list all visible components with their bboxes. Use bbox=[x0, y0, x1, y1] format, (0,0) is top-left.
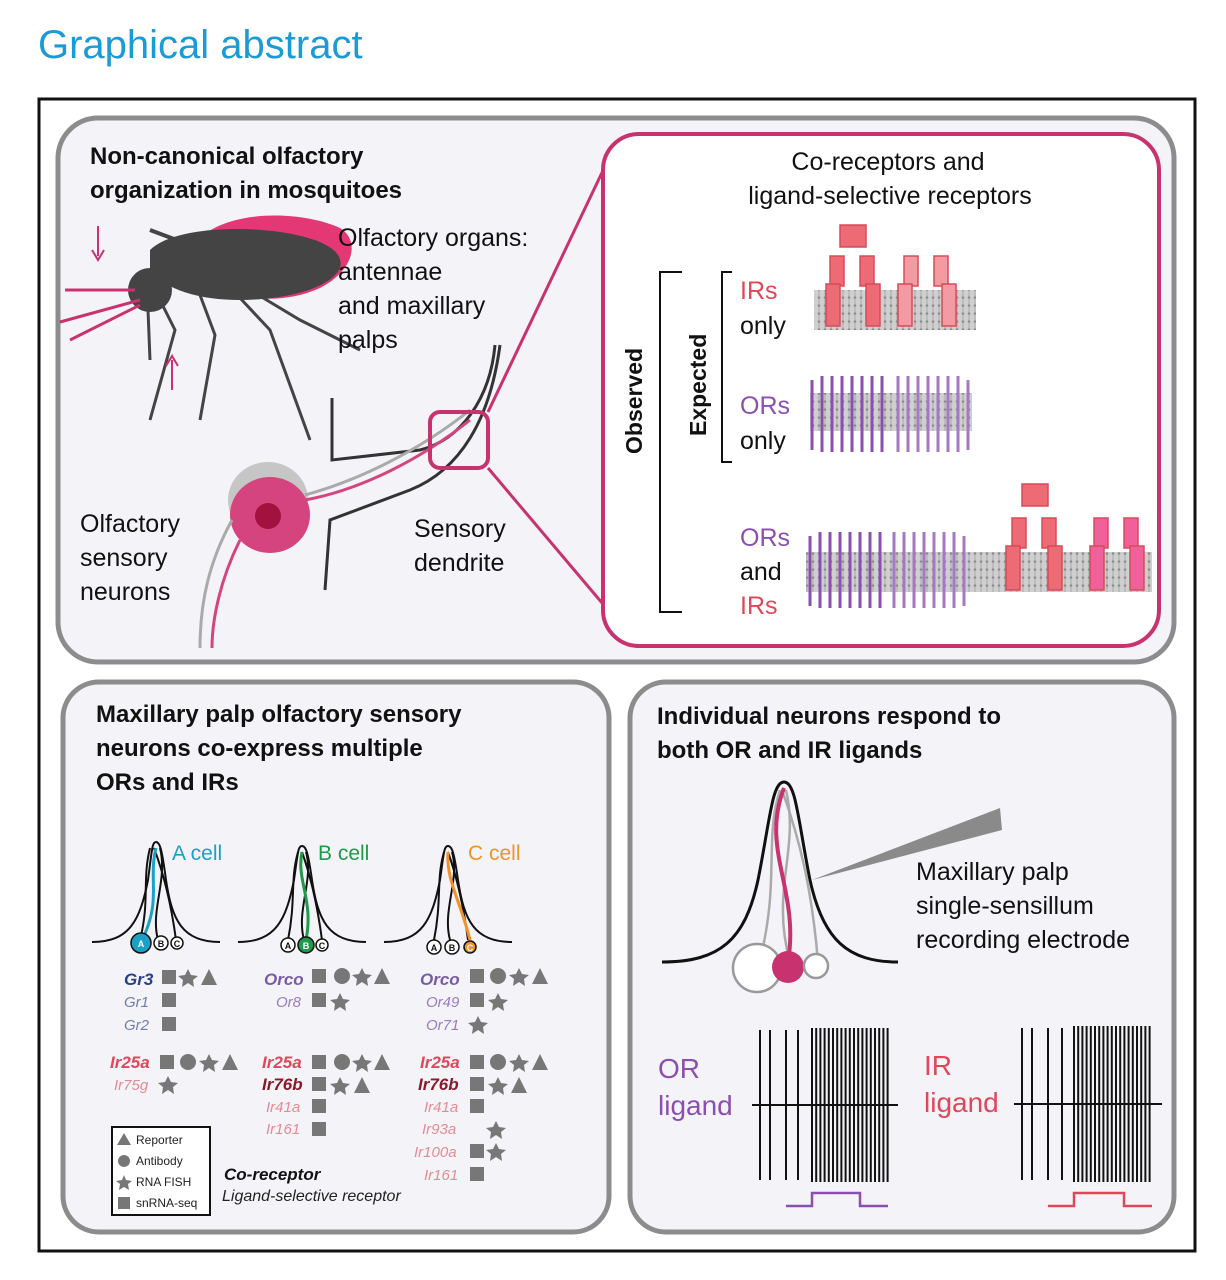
c-cell-label: C cell bbox=[468, 842, 521, 865]
row3-and: and bbox=[740, 558, 782, 586]
neurons-label-2: sensory bbox=[80, 544, 168, 572]
gene-or8: Or8 bbox=[276, 994, 302, 1011]
panel-bottom-left: Maxillary palp olfactory sensory neurons… bbox=[60, 679, 612, 1235]
gene-b-orco: Orco bbox=[264, 970, 304, 989]
reporter-icon bbox=[201, 969, 217, 985]
row3-irs: IRs bbox=[740, 592, 778, 620]
ir-ligand-label-1: IR bbox=[924, 1050, 952, 1081]
or-ligand-label-2: ligand bbox=[658, 1090, 733, 1121]
gene-c-ir93a: Ir93a bbox=[422, 1121, 456, 1138]
antibody-icon bbox=[180, 1054, 196, 1070]
legend-rna-fish: RNA FISH bbox=[136, 1175, 191, 1189]
gene-b-ir41a: Ir41a bbox=[266, 1099, 300, 1116]
evidence-legend: Reporter Antibody RNA FISH snRNA-seq bbox=[111, 1126, 211, 1216]
sensilla-row bbox=[91, 840, 513, 955]
legend-snrna-seq: snRNA-seq bbox=[136, 1196, 197, 1210]
left-heading-3: ORs and IRs bbox=[96, 769, 239, 796]
legend-reporter: Reporter bbox=[136, 1133, 183, 1147]
page-title: Graphical abstract bbox=[38, 23, 363, 67]
right-heading-2: both OR and IR ligands bbox=[657, 737, 922, 764]
neuron-letter-c-2: C bbox=[319, 941, 326, 951]
gene-gr2: Gr2 bbox=[124, 1017, 150, 1034]
inset-heading-1: Co-receptors and bbox=[791, 148, 984, 176]
organs-label-3: and maxillary bbox=[338, 292, 486, 320]
key-ligand-selective: Ligand-selective receptor bbox=[222, 1188, 401, 1205]
recording-sensillum bbox=[661, 780, 1002, 994]
gene-c-ir25a: Ir25a bbox=[420, 1053, 460, 1072]
ir-spike-trace bbox=[1014, 1026, 1162, 1208]
inset-heading-2: ligand-selective receptors bbox=[748, 182, 1031, 210]
neurons-label-1: Olfactory bbox=[80, 510, 181, 538]
row1-only: only bbox=[740, 312, 786, 340]
organs-label-1: Olfactory organs: bbox=[338, 224, 528, 252]
a-cell-label: A cell bbox=[172, 842, 222, 865]
electrode-label-1: Maxillary palp bbox=[916, 858, 1069, 886]
rna-fish-icon bbox=[178, 969, 198, 987]
gene-a-ir25a: Ir25a bbox=[110, 1053, 150, 1072]
evidence-symbols bbox=[158, 968, 548, 1181]
gene-gr1: Gr1 bbox=[124, 994, 149, 1011]
gene-c-orco: Orco bbox=[420, 970, 460, 989]
gene-b-ir25a: Ir25a bbox=[262, 1053, 302, 1072]
electrode-label-3: recording electrode bbox=[916, 926, 1130, 954]
gene-b-ir76b: Ir76b bbox=[262, 1075, 303, 1094]
key-co-receptor: Co-receptor bbox=[224, 1165, 322, 1184]
right-heading-1: Individual neurons respond to bbox=[657, 703, 1001, 730]
gene-or71: Or71 bbox=[426, 1017, 459, 1034]
dendrite-label-1: Sensory bbox=[414, 515, 506, 543]
gene-or49: Or49 bbox=[426, 994, 460, 1011]
electrode-label-2: single-sensillum bbox=[916, 892, 1094, 920]
ir-ligand-label-2: ligand bbox=[924, 1087, 999, 1118]
neuron-letter-c: C bbox=[174, 939, 181, 949]
expected-label: Expected bbox=[685, 334, 711, 436]
neuron-letter-a: A bbox=[138, 939, 145, 949]
neuron-letter-b: B bbox=[158, 939, 165, 949]
receptor-inset: Co-receptors and ligand-selective recept… bbox=[601, 132, 1161, 648]
row1-irs: IRs bbox=[740, 277, 778, 305]
left-heading-2: neurons co-express multiple bbox=[96, 735, 423, 762]
neuron-letter-a-2: A bbox=[285, 941, 292, 951]
snrna-seq-icon bbox=[162, 970, 176, 984]
observed-label: Observed bbox=[621, 348, 647, 454]
gene-c-ir161: Ir161 bbox=[424, 1167, 458, 1184]
legend-antibody: Antibody bbox=[136, 1154, 183, 1168]
neuron-letter-c-3: C bbox=[467, 943, 474, 953]
neuron-letter-b-2: B bbox=[303, 941, 310, 951]
sensillum-illustration bbox=[198, 159, 610, 649]
row2-only: only bbox=[740, 427, 786, 455]
gene-gr3: Gr3 bbox=[124, 970, 154, 989]
gene-ir75g: Ir75g bbox=[114, 1077, 149, 1094]
recording-electrode bbox=[812, 808, 1002, 880]
gene-c-ir76b: Ir76b bbox=[418, 1075, 459, 1094]
gene-lists: Gr3 Gr1 Gr2 Ir25a Ir75g Orco Or8 Ir25a I… bbox=[110, 970, 460, 1184]
neuron-letter-labels: A B C A B C A B C bbox=[138, 939, 474, 953]
gene-c-ir100a: Ir100a bbox=[414, 1144, 457, 1161]
organs-label-4: palps bbox=[338, 326, 398, 354]
mosquito-illustration bbox=[59, 215, 361, 441]
row3-ors: ORs bbox=[740, 524, 790, 552]
neuron-letter-b-3: B bbox=[449, 943, 456, 953]
neurons-label-3: neurons bbox=[80, 578, 170, 606]
dendrite-label-2: dendrite bbox=[414, 549, 504, 577]
organs-label-2: antennae bbox=[338, 258, 442, 286]
left-heading-1: Maxillary palp olfactory sensory bbox=[96, 701, 462, 728]
top-heading-line-1: Non-canonical olfactory bbox=[90, 143, 364, 170]
panel-top: Non-canonical olfactory organization in … bbox=[55, 115, 1177, 665]
neuron-letter-a-3: A bbox=[431, 943, 438, 953]
panel-bottom-right: Individual neurons respond to both OR an… bbox=[627, 679, 1177, 1235]
row2-ors: ORs bbox=[740, 392, 790, 420]
or-ligand-label-1: OR bbox=[658, 1053, 700, 1084]
gene-c-ir41a: Ir41a bbox=[424, 1099, 458, 1116]
top-heading-line-2: organization in mosquitoes bbox=[90, 177, 402, 204]
gene-b-ir161: Ir161 bbox=[266, 1121, 300, 1138]
or-spike-trace bbox=[752, 1028, 898, 1208]
b-cell-label: B cell bbox=[318, 842, 369, 865]
